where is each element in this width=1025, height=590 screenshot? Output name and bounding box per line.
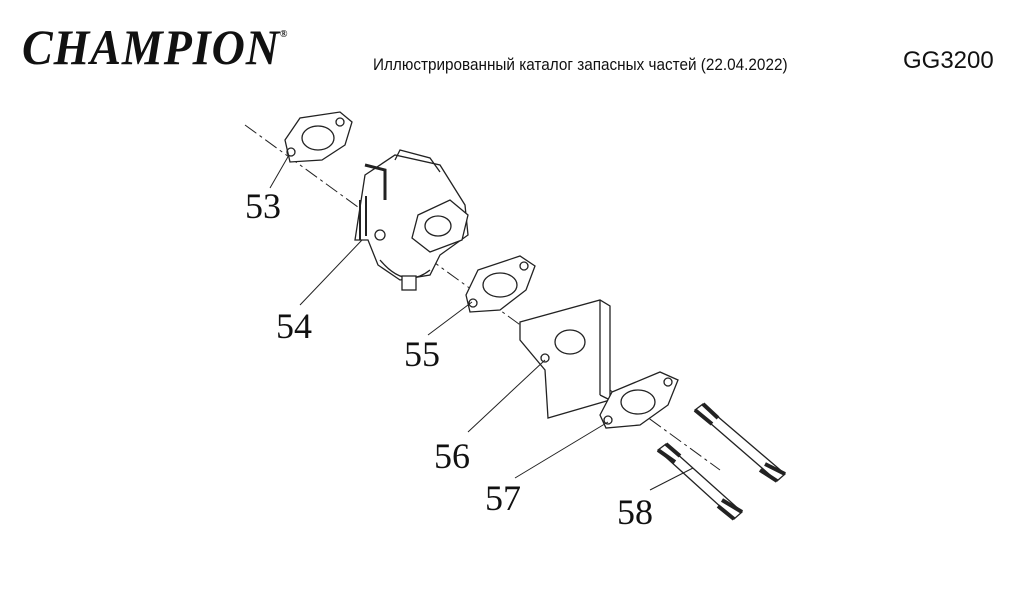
part-label-58: 58 [617,492,653,532]
part-label-53: 53 [245,186,281,226]
model-number: GG3200 [903,47,994,74]
catalog-title: Иллюстрированный каталог запасных частей… [373,55,788,74]
part-label-56: 56 [434,436,470,476]
part-label-55: 55 [404,334,440,374]
part-label-57: 57 [485,478,521,518]
carburetor-54 [354,149,469,291]
gasket-53 [284,111,353,163]
part-label-54: 54 [276,306,312,346]
leader-lines [269,154,694,491]
stud-bolts-58 [656,402,786,521]
gasket-57 [599,371,679,429]
insulator-plate-56 [519,299,611,419]
gasket-55 [465,255,536,313]
champion-logo: CHAMPION® [22,19,289,75]
